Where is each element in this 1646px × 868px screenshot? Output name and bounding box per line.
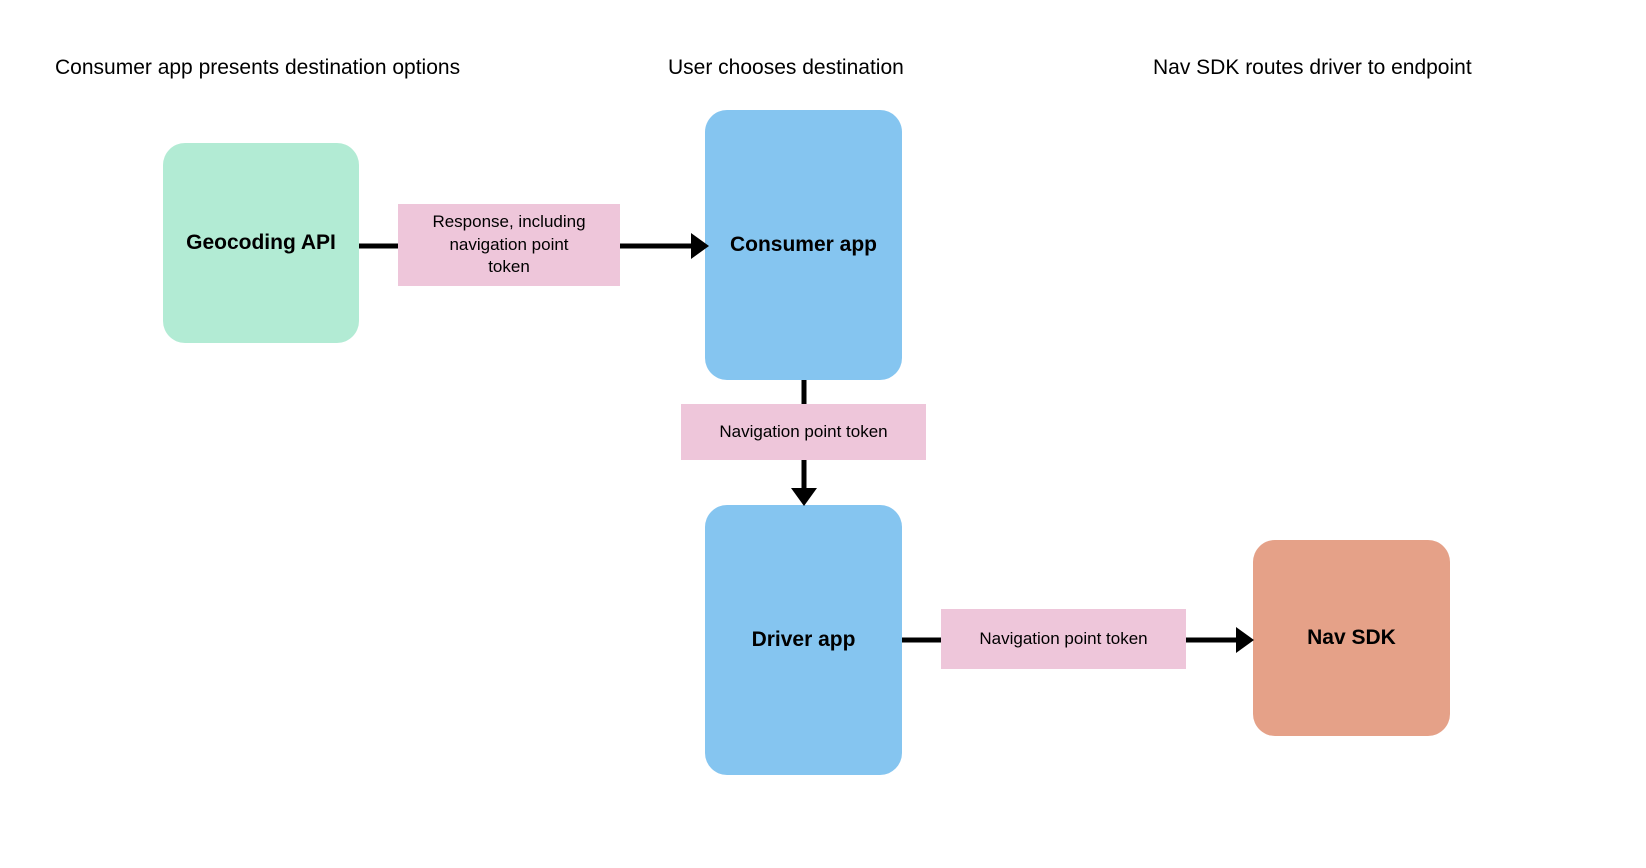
- edge-label-text-nav-token-vertical: Navigation point token: [719, 421, 888, 441]
- node-label-nav-sdk: Nav SDK: [1307, 625, 1396, 649]
- node-geocoding-api[interactable]: Geocoding API: [163, 143, 359, 343]
- node-driver-app[interactable]: Driver app: [705, 505, 902, 775]
- column-header-user-chooses: User chooses destination: [668, 56, 904, 79]
- node-nav-sdk[interactable]: Nav SDK: [1253, 540, 1450, 736]
- column-header-consumer-options: Consumer app presents destination option…: [55, 56, 461, 79]
- edge-label-response-including-token: Response, including navigation point tok…: [398, 204, 620, 286]
- node-label-consumer-app: Consumer app: [729, 232, 878, 256]
- column-header-nav-routes: Nav SDK routes driver to endpoint: [1153, 56, 1472, 79]
- edge-label-navigation-point-token-vertical: Navigation point token: [681, 404, 926, 460]
- node-label-driver-app: Driver app: [751, 627, 856, 651]
- node-consumer-app[interactable]: Consumer app: [705, 110, 902, 380]
- edge-label-text-response: Response, including navigation point tok…: [432, 212, 586, 277]
- edge-label-text-nav-token-horizontal: Navigation point token: [979, 628, 1148, 648]
- node-label-geocoding-api: Geocoding API: [186, 230, 336, 254]
- edge-label-navigation-point-token-horizontal: Navigation point token: [941, 609, 1186, 669]
